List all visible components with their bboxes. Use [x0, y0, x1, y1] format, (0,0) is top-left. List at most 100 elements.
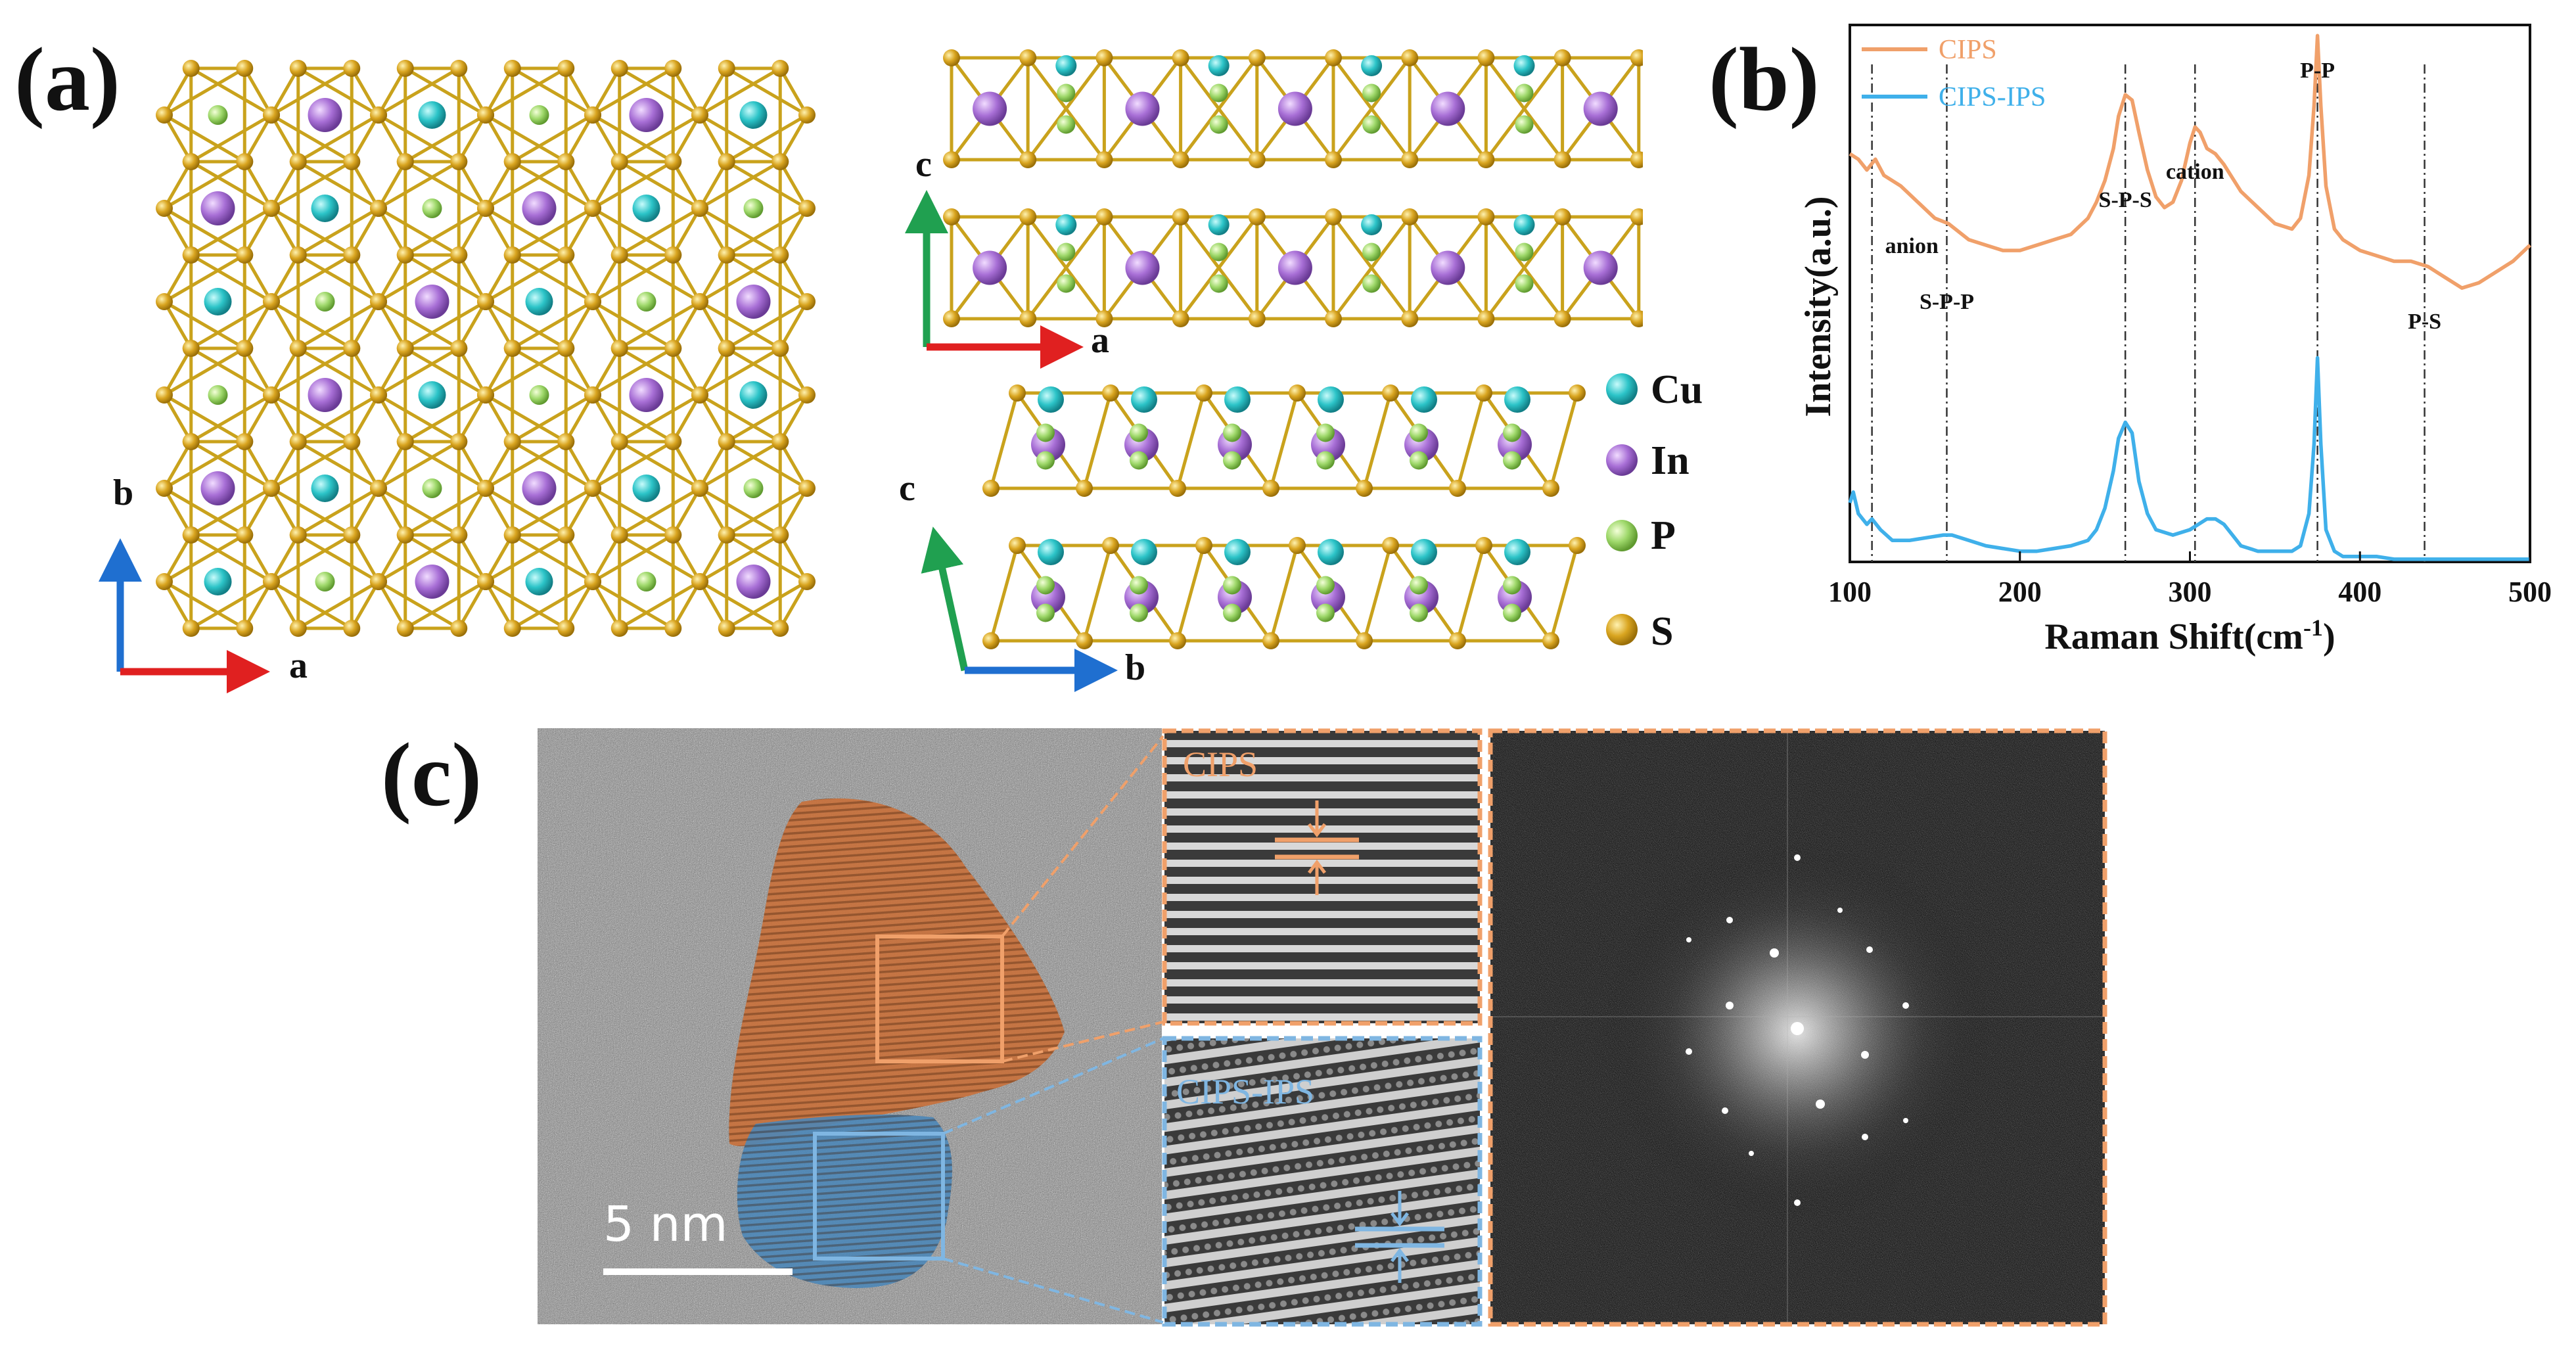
atom-s — [396, 433, 414, 450]
cell-triangle — [697, 532, 782, 632]
atom-s — [450, 526, 468, 544]
atom-s — [156, 573, 173, 590]
cips-selection-box — [875, 935, 1004, 1063]
atom-s — [982, 480, 1000, 497]
cell-triangle — [161, 65, 246, 165]
fft-frame — [1488, 728, 2107, 1327]
bond — [1456, 392, 1486, 489]
atom-s — [1630, 151, 1643, 168]
axis-label-b-2: b — [1125, 647, 1146, 688]
x-tick-label: 100 — [1828, 576, 1872, 608]
atom-s — [557, 60, 575, 77]
atom-p — [1057, 274, 1076, 293]
cell-triangle — [375, 345, 461, 445]
spacing-arrow-up — [1391, 1247, 1409, 1283]
atom-p — [1362, 274, 1381, 293]
legend-label-p: P — [1651, 513, 1676, 558]
atom-s — [1401, 208, 1419, 225]
atom-in — [1583, 250, 1618, 285]
atom-in — [308, 378, 342, 412]
cell-triangle — [296, 65, 382, 165]
atom-s — [664, 340, 682, 357]
atom-in — [1277, 91, 1312, 126]
atom-s — [343, 620, 361, 637]
atom-p — [1130, 451, 1148, 470]
legend-marker-p — [1606, 520, 1638, 551]
atom-s — [503, 620, 521, 637]
atom-in — [736, 285, 771, 319]
atom-p — [1410, 423, 1428, 442]
bond — [1176, 545, 1206, 641]
cips-ips-fringe-inset — [1164, 1038, 1480, 1324]
atom-s — [664, 246, 682, 264]
cell-triangle — [403, 65, 489, 165]
cell-triangle — [589, 252, 675, 352]
atom-s — [343, 433, 361, 450]
cell-triangle — [618, 438, 703, 538]
atom-s — [1475, 384, 1492, 402]
atom-p — [208, 385, 228, 405]
atom-p — [529, 105, 549, 125]
atom-s — [289, 433, 307, 450]
atom-s — [943, 310, 960, 327]
atom-s — [343, 153, 361, 170]
atom-s — [1095, 151, 1113, 168]
diffraction-spot — [1794, 854, 1801, 861]
bond — [1176, 392, 1206, 489]
peak-label: anion — [1885, 234, 1939, 258]
diffraction-spot — [1770, 948, 1779, 958]
atom-s — [289, 246, 307, 264]
cell-triangle — [375, 252, 461, 352]
atom-s — [943, 208, 960, 225]
atom-s — [557, 153, 575, 170]
scale-bar — [603, 1268, 793, 1275]
atom-s — [370, 106, 387, 124]
atom-p — [743, 478, 764, 498]
cell-triangle — [589, 532, 675, 632]
atom-s — [664, 526, 682, 544]
atom-s — [1356, 632, 1373, 649]
atom-cu — [1055, 214, 1077, 235]
cell-triangle — [268, 345, 354, 445]
cell-triangle — [511, 252, 596, 352]
bond — [1179, 216, 1258, 320]
atom-in — [1431, 91, 1465, 126]
atom-s — [943, 49, 960, 66]
side-view-ac-lattice — [943, 49, 1643, 327]
atom-in — [1431, 250, 1465, 285]
atom-s — [610, 620, 628, 637]
atom-in — [973, 250, 1007, 285]
cell-triangle — [511, 345, 596, 445]
spacing-arrow-down — [1308, 800, 1326, 838]
cell-triangle — [403, 252, 489, 352]
diffraction-spot — [1816, 1100, 1825, 1109]
diffraction-spot — [1861, 1051, 1869, 1059]
atom-s — [156, 480, 173, 497]
atom-s — [1325, 310, 1342, 327]
atom-s — [450, 153, 468, 170]
atom-p — [1362, 243, 1381, 262]
atom-s — [1172, 208, 1189, 225]
panel-b-label: (b) — [1709, 29, 1820, 129]
atom-p — [1316, 603, 1335, 622]
atom-s — [396, 526, 414, 544]
atom-s — [1195, 537, 1212, 554]
cell-triangle — [403, 438, 489, 538]
atom-s — [771, 620, 789, 637]
atom-s — [182, 620, 200, 637]
bond — [1484, 57, 1564, 161]
x-tick-label: 500 — [2508, 576, 2552, 608]
legend-label-cu: Cu — [1651, 367, 1703, 412]
cell-triangle — [697, 252, 782, 352]
cell-triangle — [589, 158, 675, 258]
atom-s — [450, 340, 468, 357]
atom-cu — [1361, 214, 1383, 235]
atom-in — [1583, 91, 1618, 126]
atom-s — [182, 60, 200, 77]
atom-p — [636, 572, 656, 591]
atom-s — [396, 340, 414, 357]
bond — [989, 545, 1019, 641]
atom-s — [718, 153, 735, 170]
element-legend — [1606, 373, 1638, 645]
atom-s — [182, 526, 200, 544]
